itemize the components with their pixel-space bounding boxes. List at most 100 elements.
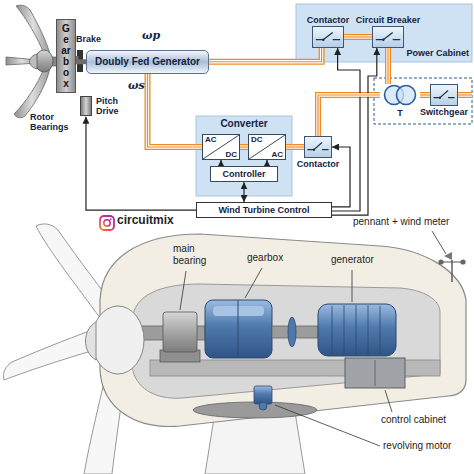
dc-ac-converter: DCAC (248, 134, 286, 160)
controller-box: Controller (210, 166, 278, 182)
part-label: gearbox (246, 252, 284, 264)
converter-diagonal (249, 135, 285, 159)
switch-pivot (313, 149, 315, 151)
top-rotor (6, 5, 83, 118)
node-label: DC (251, 135, 263, 144)
connectors (76, 37, 430, 215)
rotor-nose (30, 54, 38, 69)
control-cabinet (345, 358, 405, 388)
speed-symbol: ωp (142, 30, 160, 43)
power-line-gap (420, 93, 430, 96)
signal-line (332, 48, 377, 215)
panel-fills (196, 4, 472, 196)
node-label: Power Cabinet (406, 48, 469, 58)
nacelle-shell (100, 234, 466, 426)
node-label: Converter (196, 118, 292, 130)
signal-line (332, 147, 350, 207)
node-label: AC (205, 135, 217, 144)
brake-disc (288, 317, 296, 347)
circuit-breaker-switch: Circuit Breaker (372, 26, 404, 48)
switch-blade (316, 32, 340, 39)
node-label: Controller (217, 169, 271, 179)
power-line-gap (209, 48, 322, 62)
ac-dc-converter: AC DC (202, 134, 240, 160)
revolving-motor (254, 386, 272, 404)
part-label: control cabinet (380, 414, 447, 426)
power-line-core (344, 36, 372, 37)
contactor-switch: Contactor (304, 136, 332, 158)
instagram-icon (110, 218, 112, 220)
nacelle-interior (132, 284, 440, 398)
converter-diagonal (203, 135, 239, 159)
switch-blade (307, 142, 328, 149)
yaw-ring (193, 402, 317, 418)
pitch-drive-icon (80, 96, 92, 116)
part-label: Brake (76, 34, 101, 44)
gearbox-body (205, 300, 272, 358)
switch-glyph (431, 85, 457, 105)
switch-pivot (439, 97, 441, 99)
power-line-core (420, 94, 430, 95)
pitch-drive: Pitch Drive (80, 96, 126, 117)
power-line-core (209, 48, 322, 62)
node-label: Contactor (297, 159, 340, 169)
contactor-switch: Contactor (312, 26, 344, 48)
switch-glyph (305, 137, 331, 157)
power-line (385, 48, 391, 84)
leader-line (245, 268, 262, 298)
power-line-gap (318, 95, 380, 136)
power-line-gap (148, 74, 202, 148)
control-box: Wind Turbine Control (196, 202, 332, 218)
node-label: Contactor (307, 15, 350, 25)
hub-nose (86, 322, 97, 360)
leader-line (275, 405, 380, 446)
part-label: generator (330, 254, 375, 266)
leader-line (352, 270, 353, 302)
wind-meter-mast (451, 260, 452, 282)
node-label: Doubly Fed Generator (95, 56, 200, 68)
speed-symbol: ωs (128, 80, 145, 93)
wind-cup (460, 259, 465, 264)
power-line-core (240, 146, 248, 147)
cabinet-door (375, 360, 376, 386)
switch-pivot (322, 39, 324, 41)
transformer-coil (397, 86, 416, 105)
power-line (286, 144, 304, 150)
node-label: Switchgear (420, 107, 468, 117)
main-bearing (163, 312, 197, 352)
generator-body (318, 304, 396, 356)
motor-gear (259, 402, 267, 410)
node-label: DC (225, 150, 237, 159)
signal-line (86, 117, 196, 210)
transformer-glyph (380, 84, 420, 106)
gearbox-ring (238, 300, 239, 358)
part-label: Rotor Bearings (30, 112, 76, 133)
power-line-core (387, 48, 388, 84)
leader-line (432, 231, 446, 254)
turbine-blade (3, 330, 95, 380)
fin (332, 306, 333, 354)
wind-cup (438, 259, 443, 264)
power-line (318, 95, 380, 136)
converter-panel: ConverterACDCDCACController (196, 116, 292, 196)
grid-line (458, 94, 472, 95)
part-label: revolving motor (382, 440, 452, 452)
switch-glyph (373, 27, 403, 47)
power-line-core (318, 95, 380, 136)
fin (356, 305, 357, 355)
part-label: main bearing (172, 243, 224, 267)
fin (368, 305, 369, 355)
drive-shaft (76, 56, 86, 62)
transformer-symbol: T (380, 84, 420, 106)
power-line (148, 74, 202, 148)
power-line-core (286, 146, 304, 147)
node-label: T (397, 108, 403, 118)
instagram-icon (100, 216, 114, 230)
power-line (344, 34, 372, 40)
leader-line (180, 271, 186, 310)
grid-line (458, 92, 472, 98)
part-label: pennant + wind meter (352, 216, 450, 228)
power-line (209, 48, 322, 62)
